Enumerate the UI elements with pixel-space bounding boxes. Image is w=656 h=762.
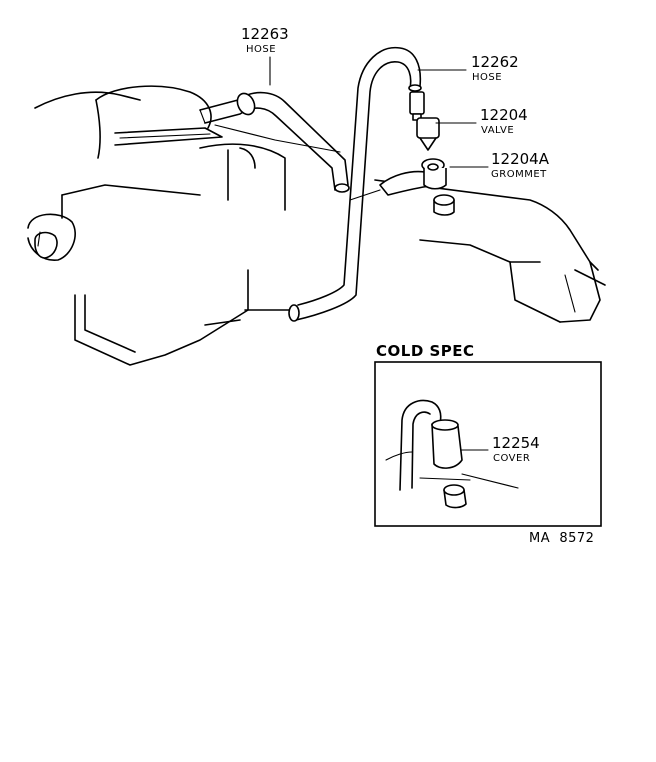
diagram-reference-code: MA 8572 (529, 531, 594, 546)
part-name-hose-12263: HOSE (246, 44, 276, 55)
part-name-cover: COVER (493, 453, 530, 464)
part-number-12263: 12263 (241, 25, 289, 43)
pcv-valve-12204-illustration (409, 91, 440, 151)
part-name-valve: VALVE (481, 125, 514, 136)
part-number-12254: 12254 (492, 434, 540, 452)
part-number-12204: 12204 (480, 106, 528, 124)
hose-12262-illustration (288, 46, 422, 322)
inset-title: COLD SPEC (376, 342, 475, 360)
cover-12254-illustration (385, 399, 519, 509)
part-number-12204a: 12204A (491, 150, 550, 168)
leader-lines (269, 56, 489, 451)
hose-12263-illustration (199, 91, 350, 193)
inset-frame (374, 361, 602, 527)
grommet-12204a-illustration (421, 158, 455, 216)
part-name-hose-12262: HOSE (472, 72, 502, 83)
engine-block-illustration (27, 85, 606, 366)
part-number-12262: 12262 (471, 53, 519, 71)
part-name-grommet: GROMMET (491, 169, 547, 180)
